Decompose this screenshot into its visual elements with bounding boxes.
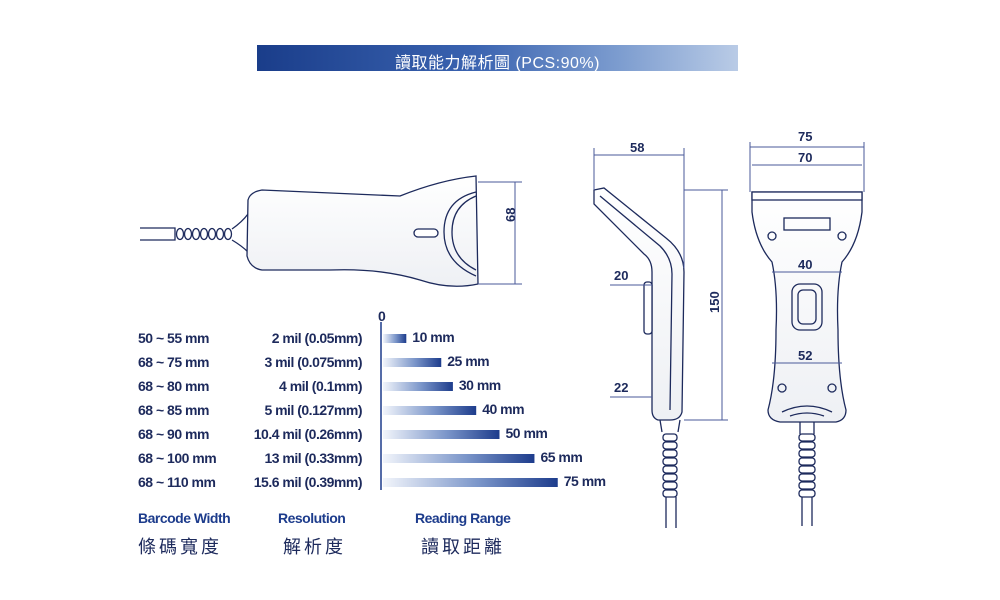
resolution-value: 15.6 mil (0.39mm) (253, 474, 363, 490)
caption-reading-range-en: Reading Range (415, 510, 511, 526)
page-title: 讀取能力解析圖 (PCS:90%) (395, 55, 600, 72)
range-bars (383, 334, 558, 487)
resolution-value: 10.4 mil (0.26mm) (253, 426, 363, 442)
caption-barcode-width-zh: 條碼寬度 (138, 537, 222, 557)
cable-coil-front-view (798, 433, 816, 498)
scanner-top-view (140, 175, 522, 287)
range-bar (383, 478, 558, 487)
range-bar (383, 334, 407, 343)
title-banner: 讀取能力解析圖 (PCS:90%) (257, 45, 738, 72)
range-value-label: 30 mm (458, 377, 501, 393)
resolution-value: 2 mil (0.05mm) (271, 330, 363, 346)
dim-head-height: 68 (503, 207, 518, 222)
dim-side-length: 150 (707, 291, 722, 313)
cable-coil-side-view (662, 433, 678, 498)
range-value-label: 25 mm (447, 353, 490, 369)
caption-resolution-zh: 解析度 (283, 537, 346, 557)
scanner-front-view (749, 142, 865, 526)
scanner-side-view (593, 148, 728, 528)
range-bar (383, 454, 535, 463)
range-value-label: 50 mm (505, 425, 548, 441)
barcode-width-value: 50 ~ 55 mm (138, 330, 209, 346)
dim-side-neck-top: 20 (614, 268, 629, 283)
barcode-width-value: 68 ~ 75 mm (138, 354, 209, 370)
range-bar (383, 430, 500, 439)
dim-front-mid: 40 (798, 257, 813, 272)
caption-reading-range-zh: 讀取距離 (421, 537, 505, 557)
cable-coil-top-view (175, 227, 233, 241)
dim-front-lower: 52 (798, 348, 813, 363)
resolution-value: 4 mil (0.1mm) (279, 378, 362, 394)
range-value-label: 65 mm (540, 449, 583, 465)
barcode-width-value: 68 ~ 80 mm (138, 378, 209, 394)
barcode-width-value: 68 ~ 90 mm (138, 426, 209, 442)
barcode-width-value: 68 ~ 85 mm (138, 402, 209, 418)
range-value-label: 40 mm (482, 401, 525, 417)
resolution-value: 13 mil (0.33mm) (264, 450, 362, 466)
range-bar (383, 406, 477, 415)
dim-side-depth: 58 (630, 140, 645, 155)
caption-resolution-en: Resolution (278, 510, 346, 526)
barcode-width-value: 68 ~ 110 mm (138, 474, 216, 490)
dim-front-outer: 75 (798, 129, 813, 144)
range-value-label: 10 mm (412, 329, 455, 345)
resolution-value: 5 mil (0.127mm) (264, 402, 362, 418)
range-axis-zero-label: 0 (378, 308, 386, 324)
dim-side-neck-bottom: 22 (614, 380, 629, 395)
barcode-width-value: 68 ~ 100 mm (138, 450, 217, 466)
resolution-value: 3 mil (0.075mm) (264, 354, 362, 370)
dim-front-inner: 70 (798, 150, 813, 165)
range-bar (383, 382, 453, 391)
cable-top-view (140, 227, 176, 241)
range-bar (383, 358, 442, 367)
caption-barcode-width-en: Barcode Width (138, 510, 231, 526)
range-value-label: 75 mm (563, 473, 606, 489)
